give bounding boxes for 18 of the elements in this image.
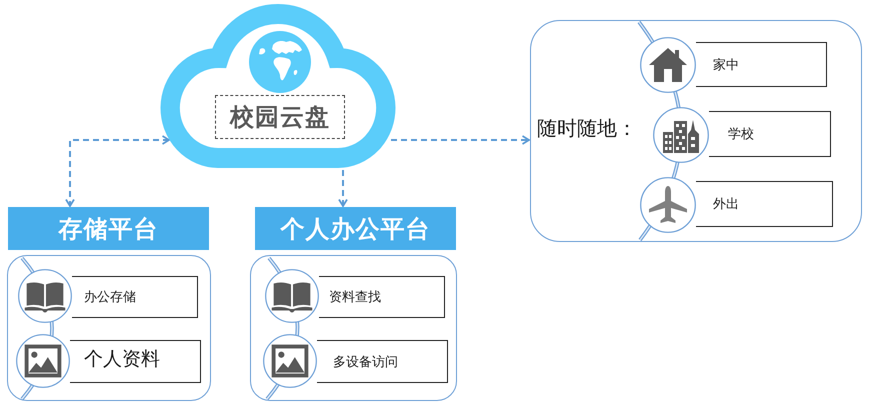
dashed-arrow [391,135,530,145]
feature-item: 资料查找 [319,276,445,318]
panel-label: 随时随地： [537,116,637,140]
feature-item: 个人资料 [70,340,201,383]
platform-panel [250,255,457,401]
platform-header: 个人办公平台 [255,207,456,250]
feature-item: 外出 [696,181,833,227]
platform-header: 存储平台 [8,207,209,250]
feature-item: 学校 [709,111,831,157]
feature-item: 办公存储 [72,276,198,318]
cloud-shape [158,2,398,170]
feature-item: 家中 [696,42,827,87]
cloud-title: 校园云盘 [215,95,345,139]
location-panel [530,20,862,242]
dashed-arrow [338,170,348,207]
dashed-arrow [65,135,170,207]
feature-item: 多设备访问 [317,340,448,383]
platform-panel [7,255,211,401]
